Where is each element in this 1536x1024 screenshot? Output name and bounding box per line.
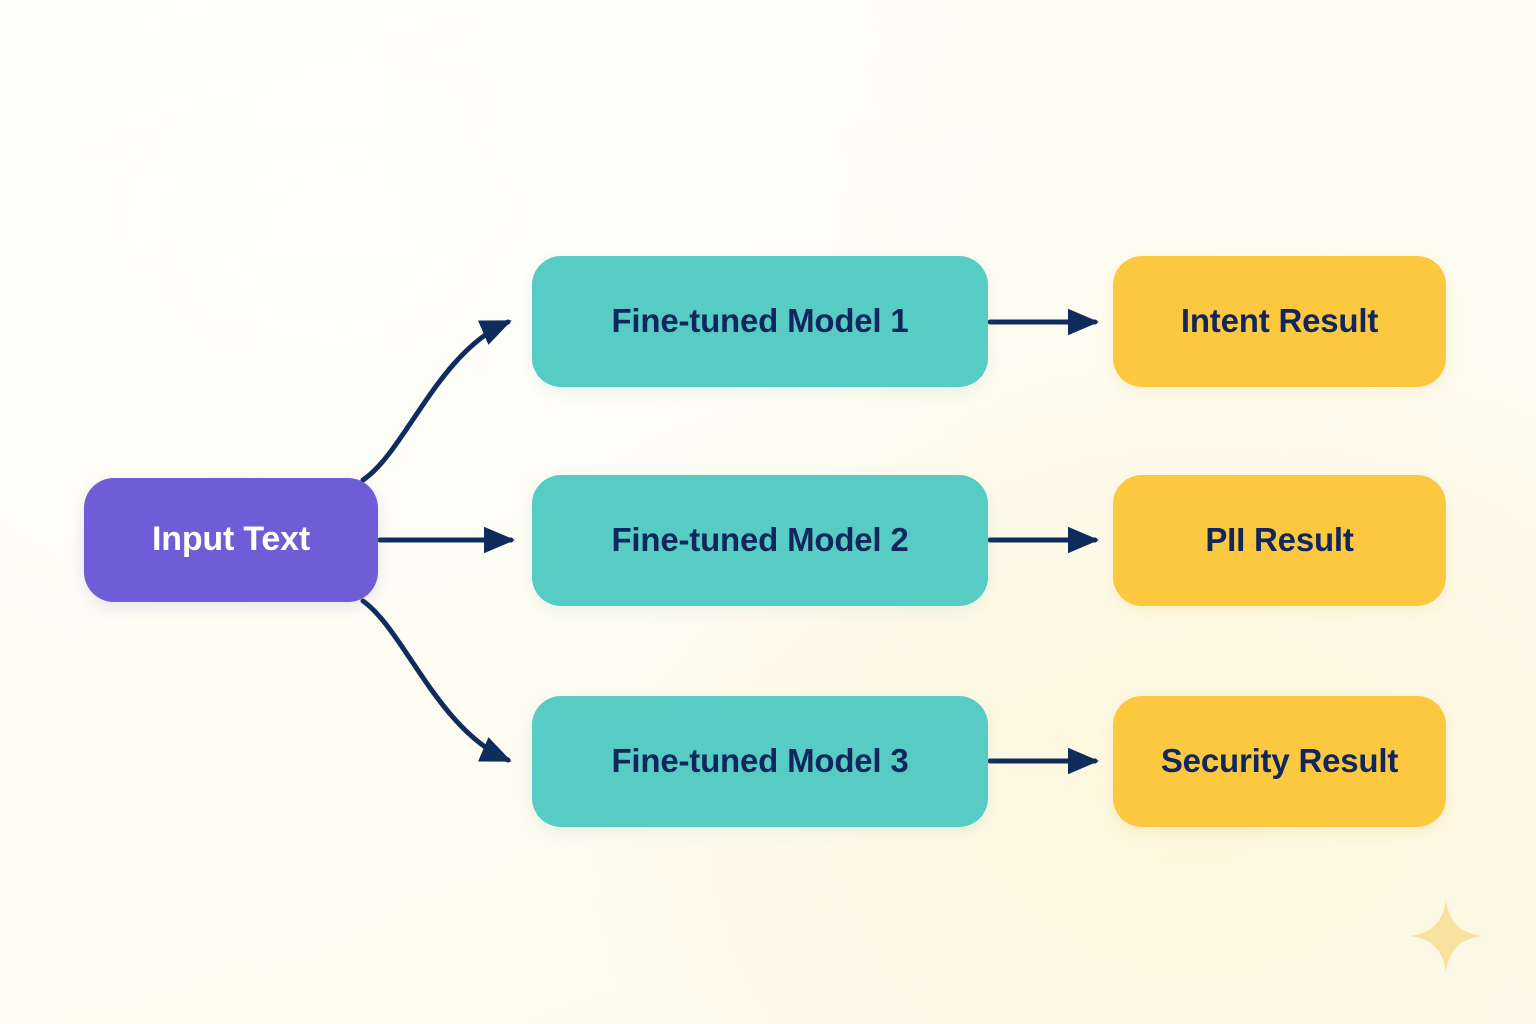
edge-input-to-model-1 — [360, 319, 512, 483]
node-input-text-label: Input Text — [152, 520, 310, 559]
node-intent-result-label: Intent Result — [1180, 302, 1379, 340]
node-fine-tuned-model-3-label: Fine-tuned Model 3 — [611, 742, 909, 780]
node-input-text[interactable]: Input Text — [84, 478, 378, 602]
node-fine-tuned-model-2-label: Fine-tuned Model 2 — [611, 521, 909, 559]
node-fine-tuned-model-3[interactable]: Fine-tuned Model 3 — [532, 696, 988, 827]
node-fine-tuned-model-2[interactable]: Fine-tuned Model 2 — [532, 475, 988, 606]
node-intent-result[interactable]: Intent Result — [1113, 256, 1446, 387]
node-security-result[interactable]: Security Result — [1113, 696, 1446, 827]
sparkle-icon — [1409, 899, 1483, 973]
node-fine-tuned-model-1-label: Fine-tuned Model 1 — [611, 302, 909, 340]
node-security-result-label: Security Result — [1160, 742, 1399, 780]
node-fine-tuned-model-1[interactable]: Fine-tuned Model 1 — [532, 256, 988, 387]
edge-input-to-model-3 — [360, 598, 512, 763]
node-pii-result[interactable]: PII Result — [1113, 475, 1446, 606]
node-pii-result-label: PII Result — [1205, 521, 1354, 559]
